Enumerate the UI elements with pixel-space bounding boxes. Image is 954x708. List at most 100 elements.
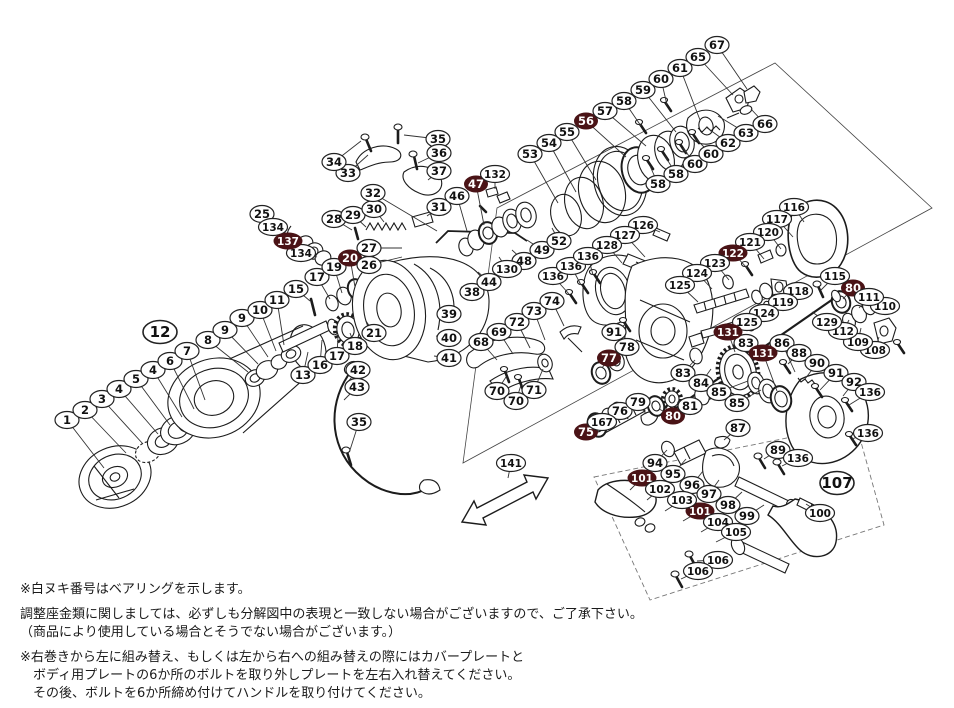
part-callout-8: 8 <box>195 330 221 350</box>
part-callout-119: 119 <box>767 292 799 312</box>
part-callout-101: 101 <box>685 502 715 520</box>
svg-text:80: 80 <box>665 409 681 423</box>
svg-text:78: 78 <box>619 340 635 354</box>
part-callout-69: 69 <box>486 322 512 342</box>
svg-text:125: 125 <box>736 317 758 329</box>
part-callout-73: 73 <box>521 301 547 321</box>
part-callout-80: 80 <box>661 407 685 425</box>
part-callout-136: 136 <box>852 423 884 443</box>
svg-text:105: 105 <box>725 527 747 539</box>
svg-text:34: 34 <box>326 155 342 169</box>
svg-text:35: 35 <box>430 132 446 146</box>
svg-text:134: 134 <box>262 222 284 234</box>
svg-text:127: 127 <box>614 230 636 242</box>
part-callout-98: 98 <box>715 495 741 515</box>
part-callout-87: 87 <box>725 418 751 438</box>
svg-text:72: 72 <box>509 315 525 329</box>
svg-text:123: 123 <box>704 258 726 270</box>
svg-text:107: 107 <box>821 474 852 492</box>
part-callout-54: 54 <box>536 133 562 153</box>
part-callout-56: 56 <box>574 112 598 130</box>
svg-text:106: 106 <box>687 566 709 578</box>
svg-text:31: 31 <box>431 200 447 214</box>
part-callout-47: 47 <box>464 175 488 193</box>
part-callout-96: 96 <box>679 475 705 495</box>
svg-text:57: 57 <box>597 104 613 118</box>
part-callout-85: 85 <box>724 393 750 413</box>
part-callout-1: 1 <box>54 410 80 430</box>
svg-text:58: 58 <box>668 167 684 181</box>
svg-text:71: 71 <box>526 383 542 397</box>
part-callout-15: 15 <box>283 279 309 299</box>
part-callout-137: 137 <box>273 232 303 250</box>
svg-text:97: 97 <box>701 487 717 501</box>
part-callout-83: 83 <box>670 363 696 383</box>
part-callout-81: 81 <box>677 396 703 416</box>
part-callout-115: 115 <box>819 266 851 286</box>
part-callout-74: 74 <box>539 291 565 311</box>
svg-text:9: 9 <box>238 311 246 325</box>
part-callout-21: 21 <box>361 323 387 343</box>
part-callout-107: 107 <box>819 470 855 496</box>
svg-text:44: 44 <box>481 275 497 289</box>
svg-text:28: 28 <box>326 212 342 226</box>
part-callout-89: 89 <box>765 440 791 460</box>
svg-text:90: 90 <box>809 356 825 370</box>
svg-text:84: 84 <box>693 376 709 390</box>
part-callout-76: 76 <box>607 401 633 421</box>
svg-text:7: 7 <box>183 344 191 358</box>
svg-text:118: 118 <box>787 286 809 298</box>
svg-text:136: 136 <box>577 251 599 263</box>
part-callout-127: 127 <box>609 225 641 245</box>
note-shim-1: 調整座金類に関しましては、必ずしも分解図中の表現と一致しない場合がございますので… <box>20 607 643 622</box>
svg-text:1: 1 <box>63 413 71 427</box>
svg-text:106: 106 <box>707 555 729 567</box>
part-callout-11: 11 <box>264 290 290 310</box>
part-callout-58: 58 <box>663 164 689 184</box>
svg-text:96: 96 <box>684 478 700 492</box>
svg-text:32: 32 <box>365 186 381 200</box>
part-callout-134: 134 <box>257 217 289 237</box>
part-callout-71: 71 <box>521 380 547 400</box>
svg-text:13: 13 <box>295 368 311 382</box>
svg-text:77: 77 <box>601 351 617 365</box>
part-callout-85: 85 <box>706 382 732 402</box>
part-callout-18: 18 <box>342 336 368 356</box>
part-callout-4: 4 <box>106 379 132 399</box>
svg-text:12: 12 <box>150 323 171 341</box>
note-shim-2: （商品により使用している場合とそうでない場合がございます。） <box>20 625 402 640</box>
svg-text:54: 54 <box>541 136 557 150</box>
svg-text:38: 38 <box>464 285 480 299</box>
svg-text:43: 43 <box>349 380 365 394</box>
part-callout-102: 102 <box>644 479 676 499</box>
svg-text:136: 136 <box>542 271 564 283</box>
part-callout-97: 97 <box>696 484 722 504</box>
svg-text:136: 136 <box>787 453 809 465</box>
svg-text:4: 4 <box>115 382 123 396</box>
svg-text:17: 17 <box>309 270 325 284</box>
part-callout-67: 67 <box>704 35 730 55</box>
svg-text:61: 61 <box>672 61 688 75</box>
svg-text:6: 6 <box>166 354 174 368</box>
svg-text:41: 41 <box>441 351 457 365</box>
part-callout-65: 65 <box>685 47 711 67</box>
part-callout-88: 88 <box>786 343 812 363</box>
part-callout-141: 141 <box>495 453 527 473</box>
part-callout-125: 125 <box>731 312 763 332</box>
svg-text:8: 8 <box>204 333 212 347</box>
part-callout-132: 132 <box>479 164 511 184</box>
part-callout-103: 103 <box>666 490 698 510</box>
part-callout-86: 86 <box>769 333 795 353</box>
svg-text:128: 128 <box>596 240 618 252</box>
note-handedness-2: ボディ用プレートの6か所のボルトを取り外しプレートを左右入れ替えてください。 <box>33 668 521 683</box>
svg-text:67: 67 <box>709 38 725 52</box>
part-callout-66: 66 <box>752 114 778 134</box>
part-callout-7: 7 <box>174 341 200 361</box>
part-callout-44: 44 <box>476 272 502 292</box>
svg-text:100: 100 <box>809 508 831 520</box>
svg-text:103: 103 <box>671 495 693 507</box>
part-callout-121: 121 <box>734 232 766 252</box>
part-callout-5: 5 <box>123 369 149 389</box>
svg-text:4: 4 <box>149 363 157 377</box>
